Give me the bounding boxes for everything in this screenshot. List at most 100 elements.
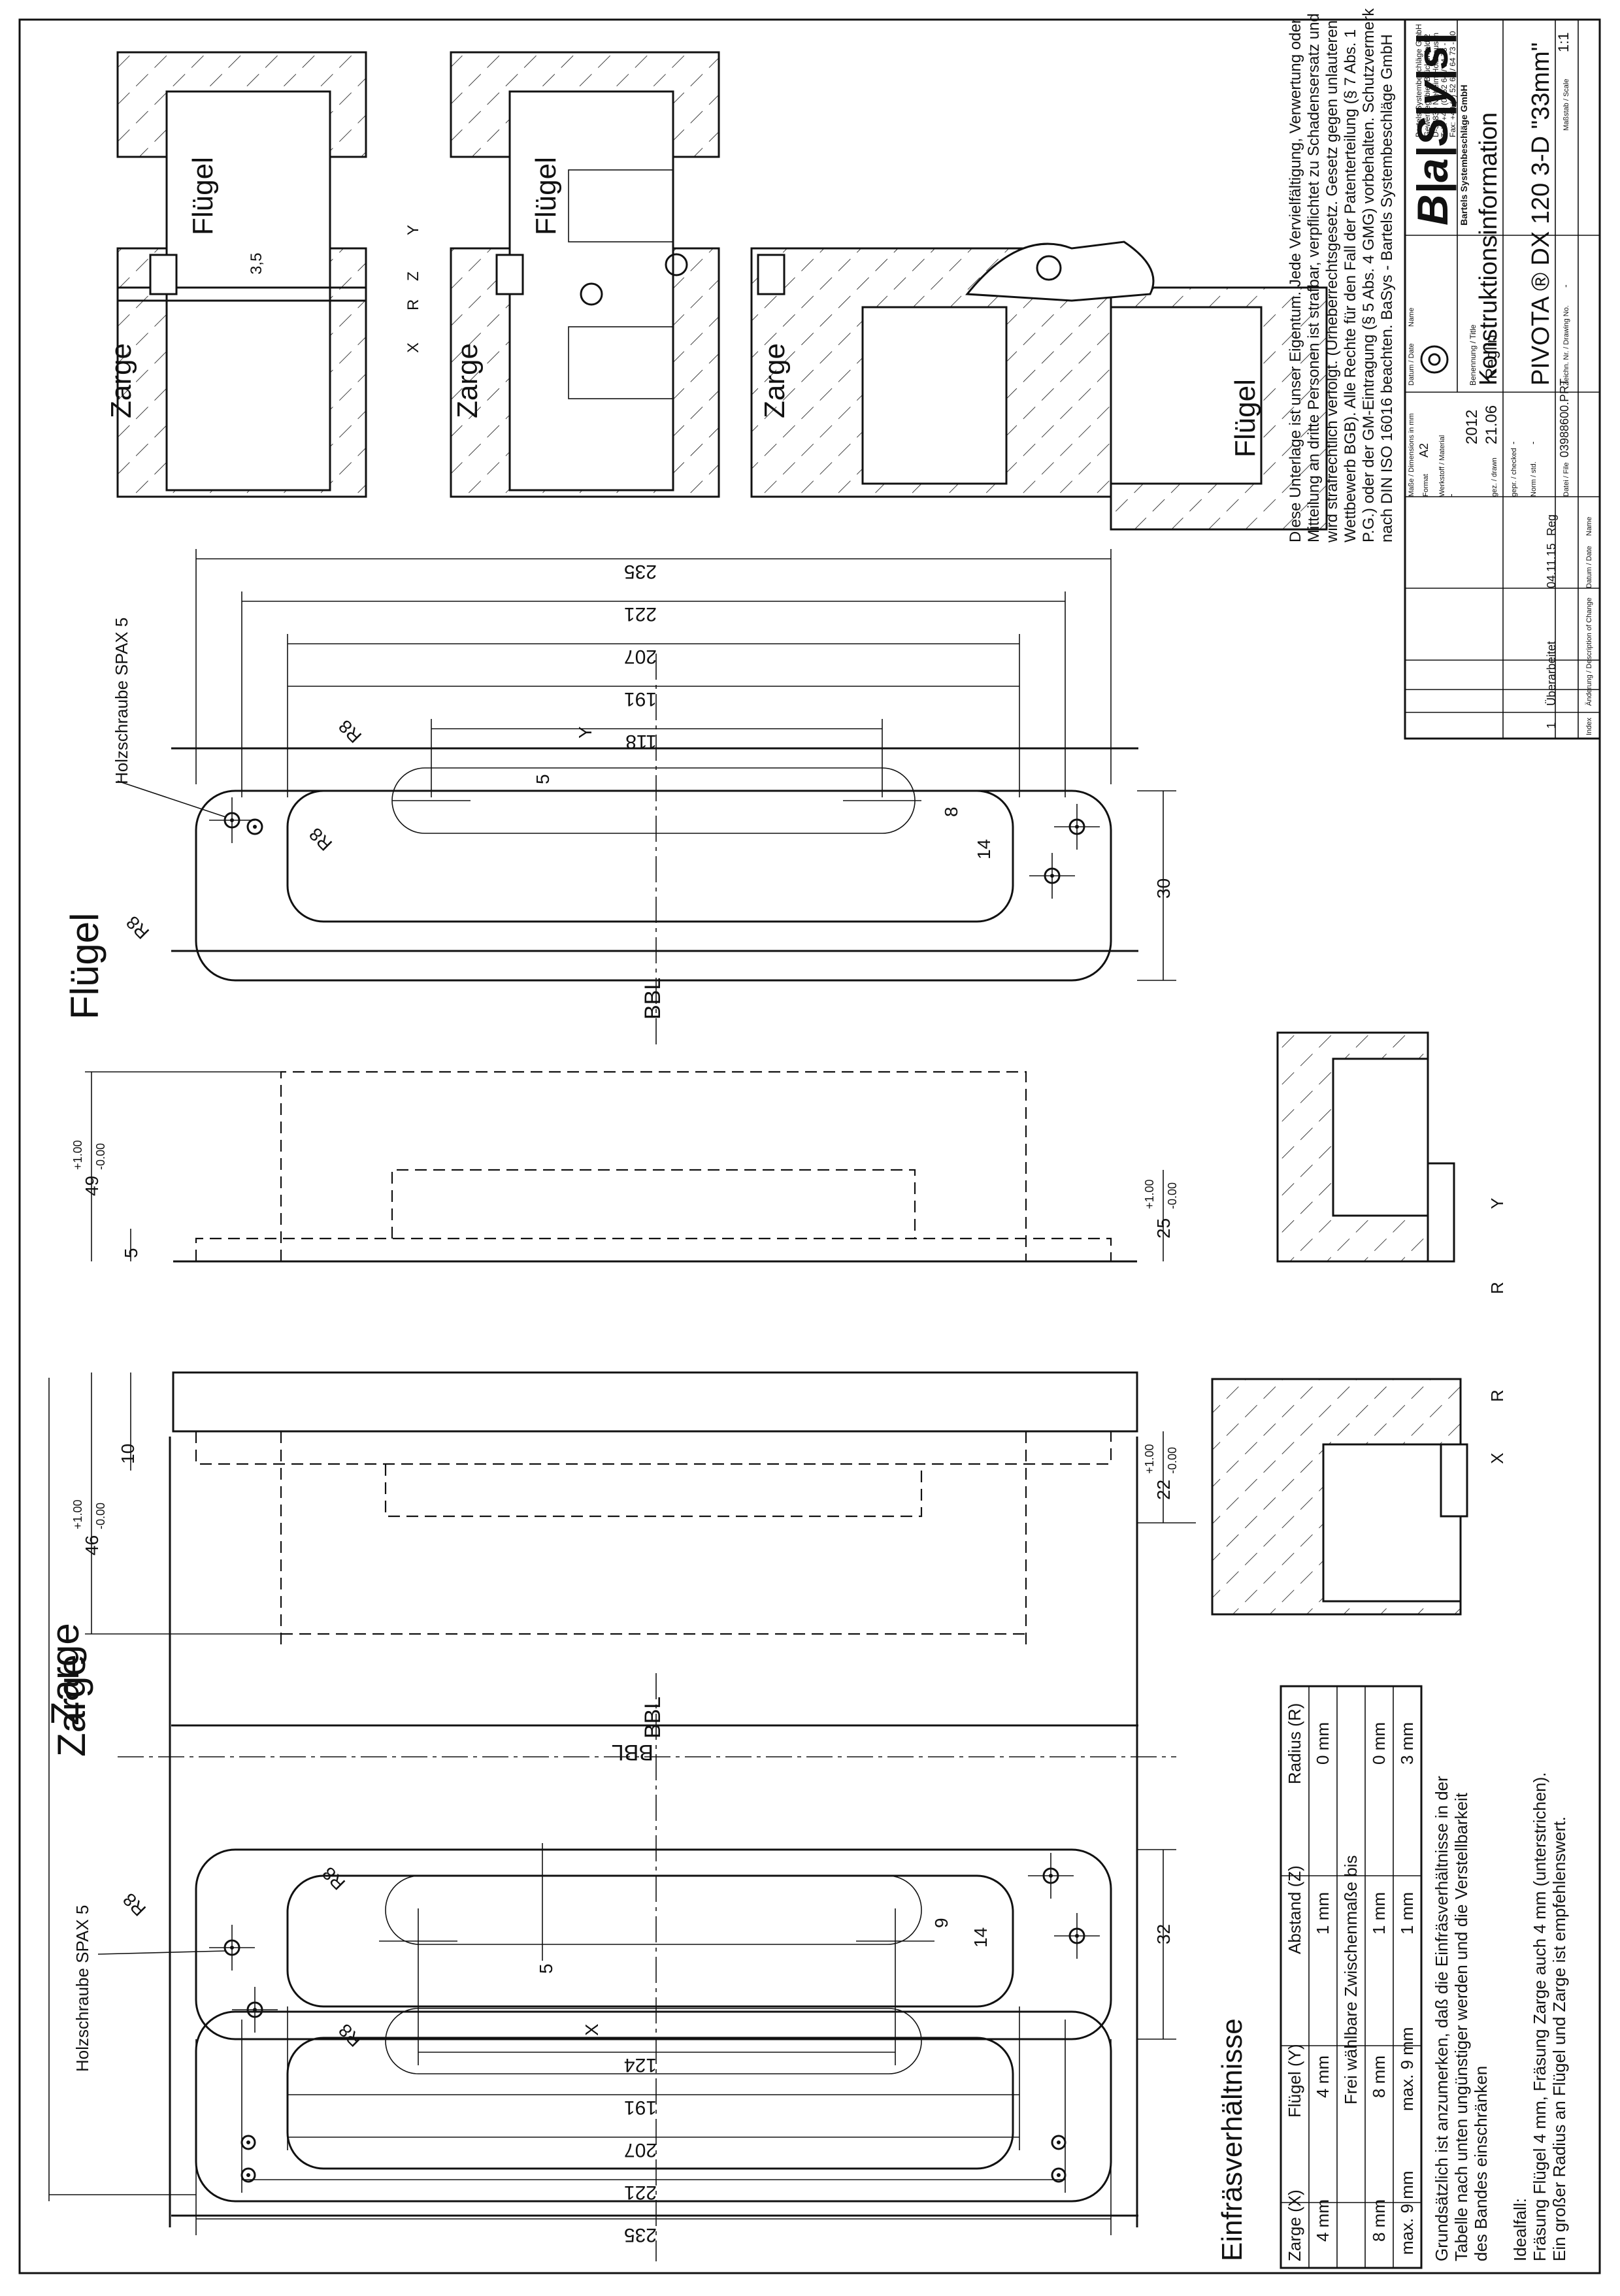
drawn-name: Reglin (1483, 335, 1500, 379)
fluegel-dim-5: 5 (533, 774, 553, 784)
table-h3: Radius (R) (1285, 1703, 1304, 1784)
fluegel-dim-235: 235 (624, 561, 657, 582)
zarge-plan-view-portrait: 235 221 207 191 124 Holzschraube SPAX 5 … (43, 1623, 1176, 2261)
zarge-dim-14: 14 (970, 1927, 991, 1948)
zarge-plate-outline (195, 1848, 1112, 2040)
fluegel-plan-view: 235 221 207 191 118 Holzschraube SPAX 5 … (112, 549, 1176, 1046)
fluegel-r8-b: R8 (335, 716, 365, 746)
fluegel-dim-y: Y (575, 726, 595, 739)
format-value: A2 (1417, 443, 1430, 458)
copyright-line-5: nach DIN ISO 16016 beachten. BaSys - Bar… (1378, 34, 1396, 542)
ideal-line-1: Fräsung Flügel 4 mm, Fräsung Zarge auch … (1530, 1772, 1549, 2261)
detail1-y: Y (1487, 1198, 1507, 1209)
copyright-notice: Diese Unterlage ist unser Eigentum. Jede… (1287, 8, 1396, 543)
zarge-slot (385, 1875, 922, 1945)
table-span: Frei wählbare Zwischenmaße bis (1341, 1855, 1361, 2105)
zarge-title: Zarge (50, 1654, 93, 1757)
note-line-0: Grundsätzlich ist anzumerken, daß die Ei… (1432, 1776, 1451, 2261)
zarge-depth-view: 46 +1.00 -0.00 10 22 +1.00 -0.00 (71, 1371, 1196, 1647)
massstab-value: 1:1 (1555, 32, 1572, 52)
zarge-dim-124: 124 (624, 2054, 657, 2076)
company-line-3: Tel.: +49 (0) 52 64 / 64 73 - 0 (1440, 36, 1449, 137)
zeichn-value: - (1560, 284, 1570, 288)
zarge-depth-46-tol-up: +1.00 (71, 1499, 84, 1529)
fluegel-dim-221: 221 (624, 603, 657, 625)
zarge-dim-5: 5 (536, 1963, 556, 1974)
zarge-bbl-label: BBL (640, 1697, 665, 1739)
detail-section-fluegel: Y R (1276, 1031, 1507, 1294)
zarge-depth-22-tol-dn: -0.00 (1166, 1447, 1179, 1474)
massstab-label: Maßstab / Scale (1562, 79, 1570, 131)
datei-value: 03988600.PRT (1558, 378, 1571, 458)
zarge-dim-191: 191 (624, 2097, 657, 2118)
ideal-line-2: Ein großer Radius an Flügel und Zarge is… (1549, 1816, 1569, 2261)
section-view-1: Flügel Zarge 3,5 Y Z R X (105, 51, 422, 498)
checked-label: gepr. / checked (1510, 448, 1518, 497)
zarge-depth-22-tol-up: +1.00 (1143, 1444, 1156, 1474)
zarge-screw-label: Holzschraube SPAX 5 (73, 1905, 92, 2072)
detail2-x: X (1487, 1453, 1507, 1464)
section2-zarge: Zarge (452, 343, 484, 418)
zarge-depth-46: 46 (82, 1535, 102, 1556)
rev-name: Reg (1545, 514, 1558, 536)
zarge-bbl: BBL (612, 1740, 653, 1765)
fluegel-depth-49-tol-up: +1.00 (71, 1140, 84, 1170)
fluegel-dim-8: 8 (941, 807, 961, 817)
name2-label: Name (1585, 517, 1593, 536)
zarge-dim-9: 9 (931, 1918, 951, 1928)
aenderung-label: Änderung / Description of Change (1585, 597, 1593, 706)
zarge-heading: Zarge (43, 1623, 87, 1725)
company-line-4: Fax: +49 (0) 52 64 / 64 73 - 30 (1448, 31, 1457, 137)
zarge-dim-x: X (582, 2023, 602, 2036)
werkstoff-label: Werkstoff / Material (1438, 435, 1446, 497)
note-line-1: Tabelle nach unten ungünstiger werden un… (1451, 1792, 1471, 2261)
table-r1-c0: 4 mm (1313, 2199, 1332, 2242)
section3-fluegel: Flügel (1229, 379, 1261, 458)
fluegel-dim-14: 14 (974, 839, 994, 859)
section1-d35: 3,5 (248, 253, 265, 275)
detail-section-zarge: X R (1211, 1378, 1507, 1616)
zarge-dim-235: 235 (624, 2224, 657, 2246)
fluegel-r8-c: R8 (305, 824, 336, 854)
year: 2012 (1463, 410, 1481, 444)
fluegel-dim-118: 118 (625, 731, 657, 752)
section1-y: Y (405, 225, 422, 235)
zarge-plan-view: Zarge BBL (48, 1378, 1176, 2227)
basys-logo: B|a|S|y|s| (1408, 33, 1457, 225)
zarge-dim-221: 221 (624, 2182, 657, 2203)
section3-zarge: Zarge (759, 343, 791, 418)
copyright-line-3: Wettbewerb BGB). Alle Rechte für den Fal… (1342, 29, 1359, 542)
company-line-2: D-32839 Nieheim/Holzhausen (1431, 33, 1440, 137)
masse-label: Maße / Dimensions in mm (1408, 413, 1415, 497)
drawn-date: 21.06 (1483, 405, 1500, 444)
drawn-label: gez. / drawn (1491, 458, 1498, 497)
checked-value: - (1508, 441, 1518, 444)
zarge-r8-c: R8 (335, 2020, 365, 2050)
table-r3-c0: max. 9 mm (1397, 2171, 1417, 2255)
zarge-depth-46-tol-dn: -0.00 (94, 1503, 107, 1529)
table-r1-c2: 1 mm (1313, 1892, 1332, 1935)
datum-name-label: Datum / Date (1585, 546, 1593, 588)
fluegel-dim-lines (195, 549, 1112, 797)
fluegel-depth-25: 25 (1153, 1218, 1174, 1239)
copyright-line-0: Diese Unterlage ist unser Eigentum. Jede… (1287, 18, 1304, 542)
zarge-depth-22: 22 (1153, 1480, 1174, 1500)
table-r3-c2: 1 mm (1397, 1892, 1417, 1935)
norm-value: - (1527, 441, 1538, 444)
fluegel-depth-view: 49 +1.00 -0.00 5 25 +1.00 -0.00 Flügel (63, 913, 1179, 1263)
fluegel-r8-a: R8 (122, 912, 153, 942)
werkstoff-value: - (1446, 493, 1456, 497)
zarge-dim-32: 32 (1153, 1924, 1174, 1944)
table-h1: Flügel (Y) (1285, 2044, 1304, 2118)
fluegel-depth-5: 5 (121, 1248, 141, 1258)
section1-r: R (405, 299, 422, 310)
detail2-r: R (1487, 1389, 1507, 1402)
drawing-title-1: Konstruktionsinformation (1475, 112, 1502, 386)
fluegel-dim-191: 191 (624, 688, 657, 710)
drawing-title-2: PIVOTA ® DX 120 3-D "33mm" (1527, 42, 1555, 386)
fluegel-heading: Flügel (63, 913, 107, 1020)
rev-index: 1 (1545, 722, 1558, 729)
fluegel-depth-25-tol-up: +1.00 (1143, 1179, 1156, 1209)
